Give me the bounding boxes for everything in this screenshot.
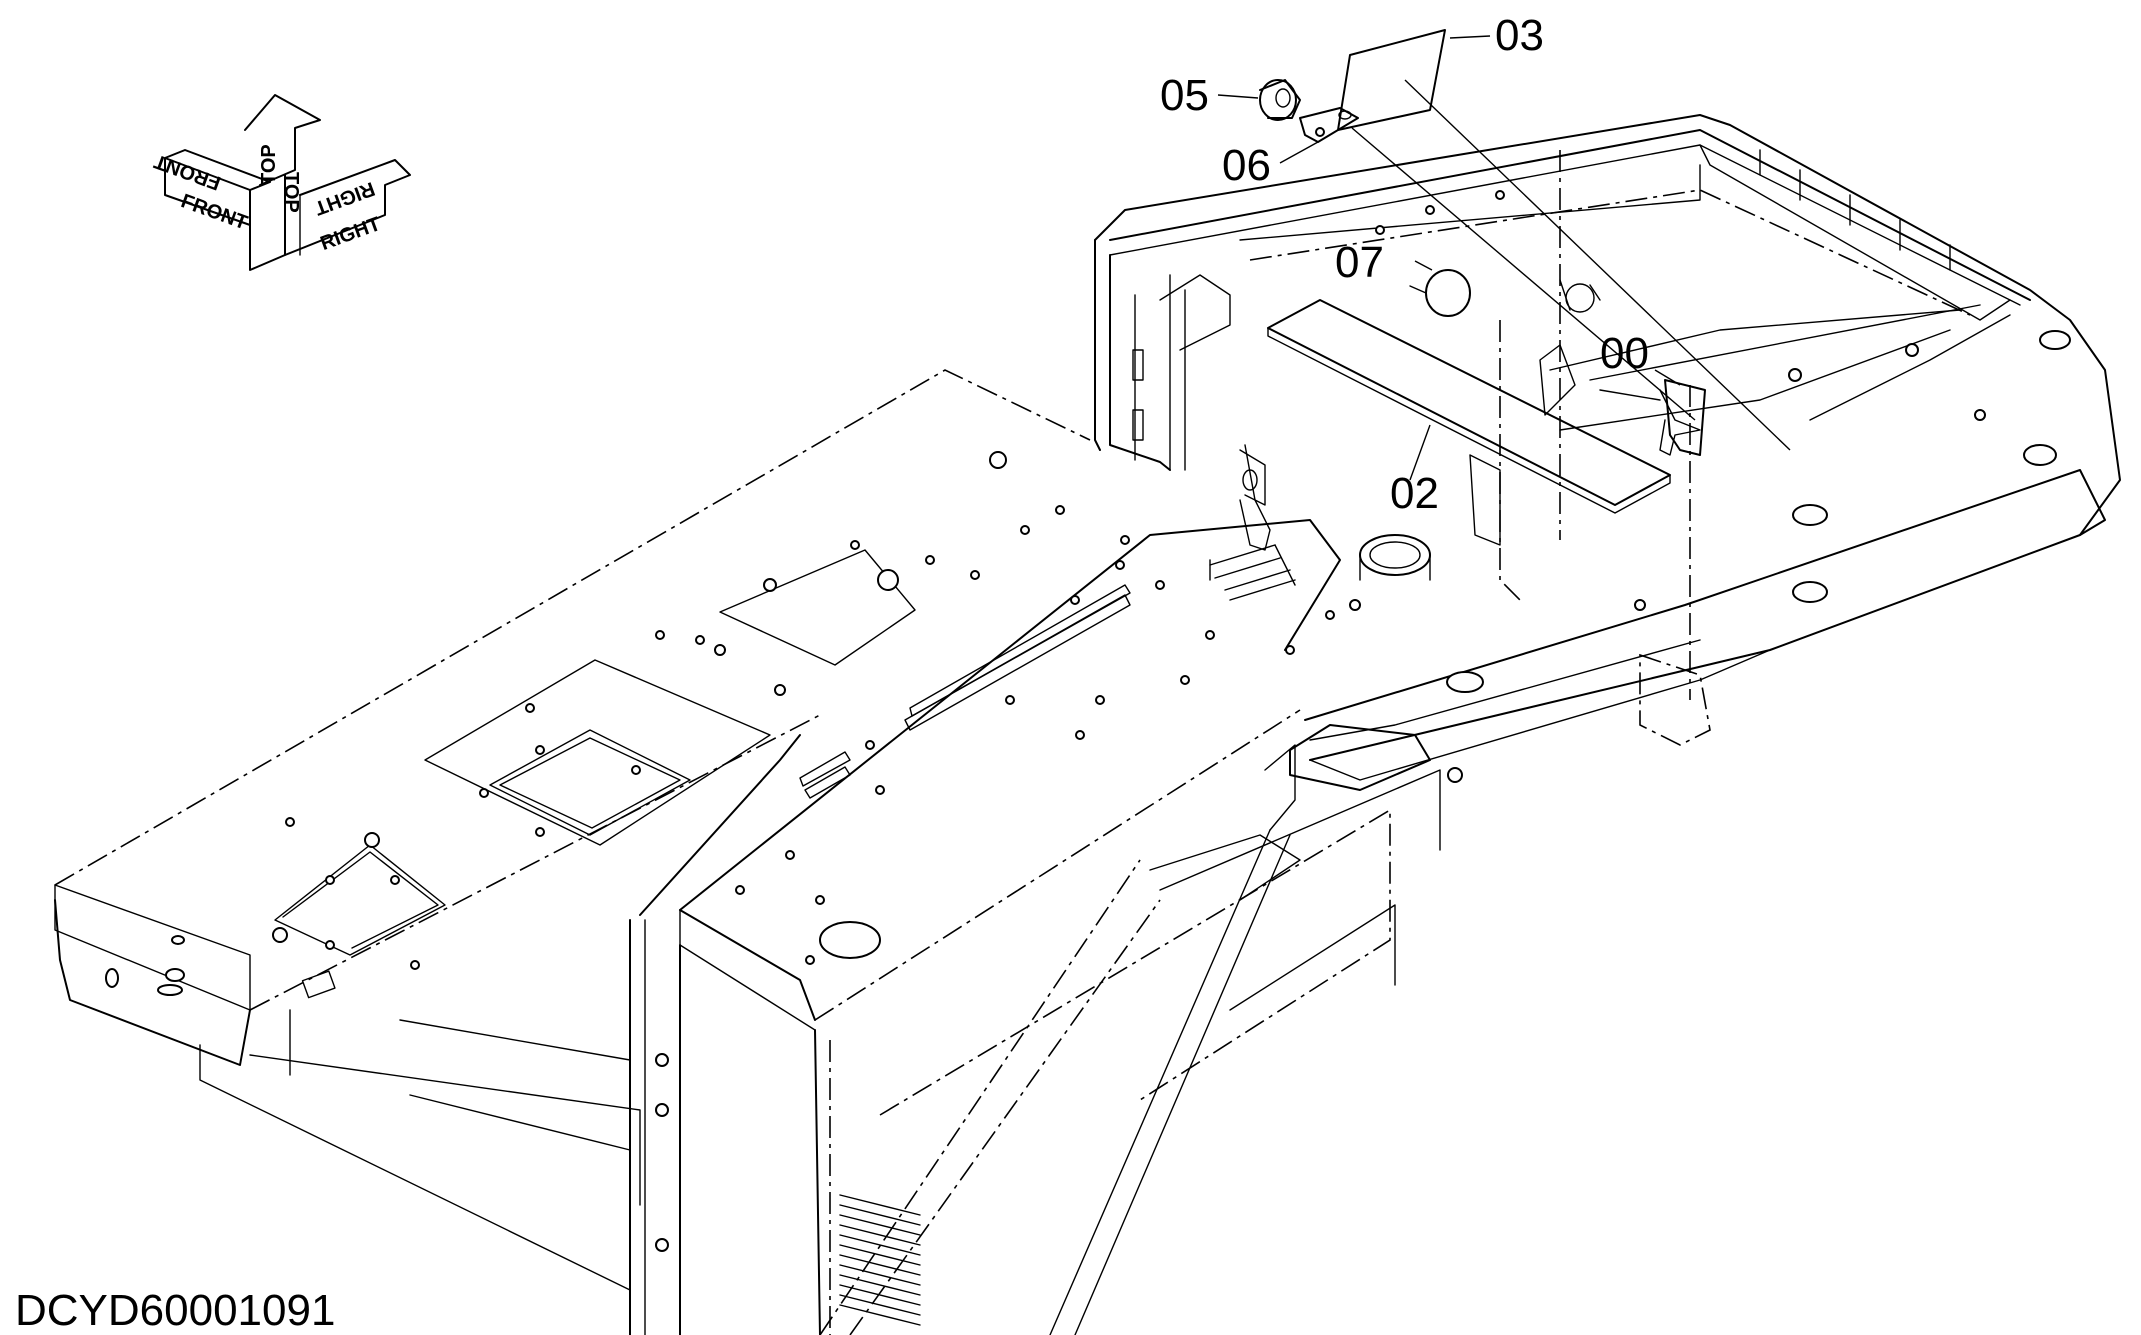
front-label-flipped: FRONT [151,150,223,194]
drawing-id: DCYD60001091 [15,1286,335,1335]
rear-frame [1094,114,2121,700]
callout-06: 06 [1222,141,1271,190]
part-05-clamp [1259,79,1301,121]
main-frame [629,769,1441,1335]
left-floor-plate [54,369,1091,1291]
part-02-mat [1267,299,1671,514]
front-label: FRONT [178,190,250,234]
leader-05 [1217,94,1259,99]
leader-03 [1449,35,1491,39]
leader-06 [1279,141,1319,164]
callouts: 03 05 06 07 00 02 [1160,11,1649,518]
callout-02: 02 [1390,469,1439,518]
top-label: TOP [258,144,280,185]
center-deck [639,519,1431,1031]
right-beam [1264,330,2106,831]
leader-00 [1654,369,1681,386]
right-arrow [284,159,411,256]
top-arrow-shaft [249,174,286,271]
orientation-indicator: FRONT FRONT TOP TOP RIGHT RIGHT [151,94,411,271]
vent-grill [839,1194,921,1326]
part-07-ring [1409,269,1471,317]
right-label-flipped: RIGHT [312,177,378,219]
top-arrow-head [244,94,321,186]
deck-louvres [1209,544,1296,601]
callout-07: 07 [1335,238,1384,287]
right-label: RIGHT [318,213,384,255]
leader-07 [1414,260,1433,271]
leader-lines [1217,35,1791,481]
part-00-tab [1664,379,1706,456]
callout-00: 00 [1600,329,1649,378]
callout-03: 03 [1495,11,1544,60]
callout-05: 05 [1160,71,1209,120]
part-03-plate [1337,29,1446,131]
part-06-bracket [1299,107,1359,143]
leader-02 [1409,424,1431,481]
top-label-flipped: TOP [280,172,302,213]
